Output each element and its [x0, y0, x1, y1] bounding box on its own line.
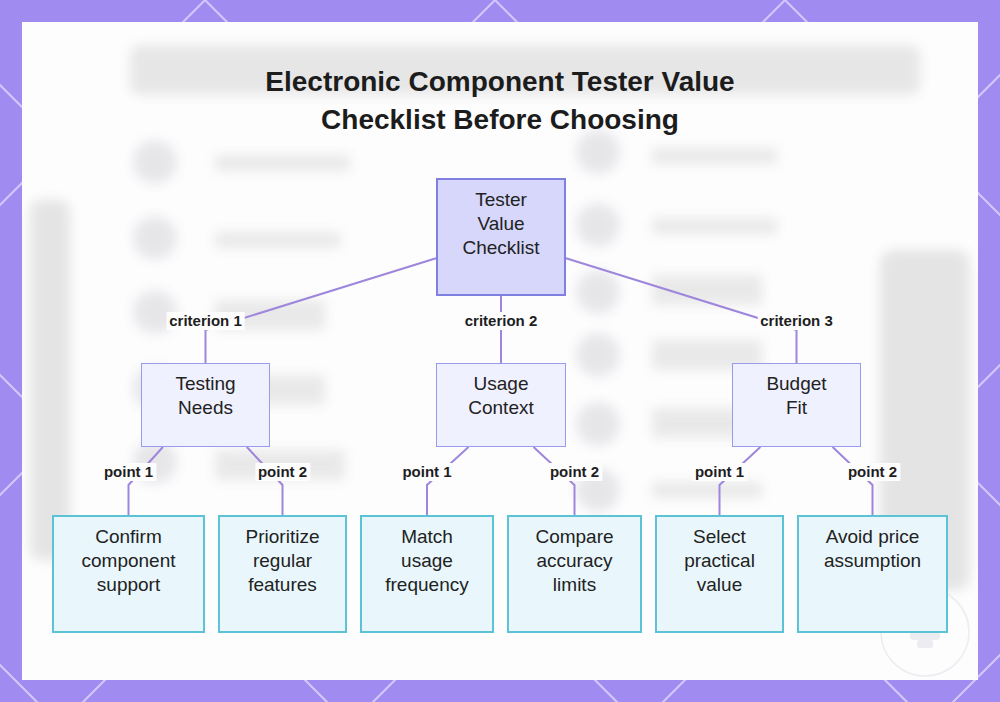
connector-line	[534, 447, 575, 515]
blurred-icon	[576, 333, 620, 377]
point-box: Confirm component support	[52, 515, 205, 633]
blurred-icon	[576, 130, 620, 174]
edge-label: point 1	[101, 463, 156, 481]
blurred-icon	[133, 140, 177, 184]
blurred-bar	[215, 232, 340, 248]
blurred-bar	[652, 482, 762, 498]
edge-label: criterion 3	[757, 312, 836, 330]
edge-label: point 1	[692, 463, 747, 481]
blurred-icon	[576, 203, 620, 247]
connector-line	[129, 447, 163, 515]
point-box: Select practical value	[655, 515, 784, 633]
connector-line	[427, 447, 469, 515]
node-text: Prioritize regular features	[230, 525, 335, 597]
edge-label: criterion 2	[462, 312, 541, 330]
edge-label: point 1	[399, 463, 454, 481]
node-text: Select practical value	[667, 525, 772, 597]
node-text: Compare accuracy limits	[519, 525, 630, 597]
point-box: Compare accuracy limits	[507, 515, 642, 633]
blurred-bar	[652, 218, 777, 234]
connector-line	[247, 447, 283, 515]
node-text: Testing Needs	[166, 372, 245, 420]
criterion-box: Usage Context	[436, 363, 566, 447]
edge-label: point 2	[255, 463, 310, 481]
connector-line	[833, 447, 873, 515]
blurred-bar	[215, 450, 345, 480]
connector-line	[566, 258, 797, 363]
edge-label: criterion 1	[166, 312, 245, 330]
blurred-icon	[133, 216, 177, 260]
blurred-icon	[576, 402, 620, 446]
node-text: Usage Context	[461, 372, 541, 420]
node-text: Match usage frequency	[376, 525, 478, 597]
node-text: Budget Fit	[757, 372, 836, 420]
node-text: Confirm component support	[64, 525, 193, 597]
blurred-background	[30, 45, 970, 590]
root-box: Tester Value Checklist	[436, 178, 566, 296]
edge-label: point 2	[845, 463, 900, 481]
blurred-icon	[576, 270, 620, 314]
connector-line	[720, 447, 761, 515]
diagram-title: Electronic Component Tester Value Checkl…	[220, 63, 780, 139]
point-box: Prioritize regular features	[218, 515, 347, 633]
criterion-box: Testing Needs	[141, 363, 270, 447]
panel	[22, 22, 978, 680]
blurred-device	[30, 200, 70, 560]
criterion-box: Budget Fit	[732, 363, 861, 447]
node-text: Tester Value Checklist	[456, 188, 546, 260]
logo-icon	[917, 640, 933, 648]
blurred-bar	[215, 155, 350, 171]
point-box: Match usage frequency	[360, 515, 494, 633]
point-box: Avoid price assumption	[797, 515, 948, 633]
node-text: Avoid price assumption	[809, 525, 936, 573]
edge-label: point 2	[547, 463, 602, 481]
connector-line	[206, 258, 437, 363]
blurred-bar	[652, 148, 777, 164]
